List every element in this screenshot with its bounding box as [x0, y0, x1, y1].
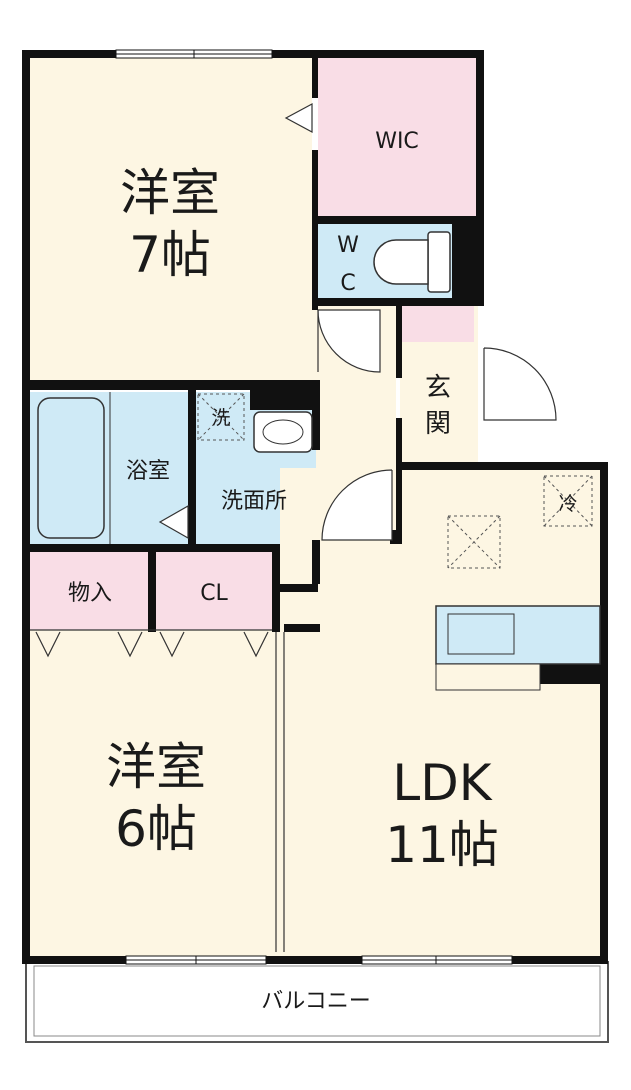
toilet-fixture — [373, 231, 451, 293]
balcony-inner-edge — [33, 965, 601, 1037]
ldk-size: 11帖 — [385, 816, 499, 874]
ceiling-hatch — [447, 515, 501, 569]
entrance-step — [400, 306, 474, 342]
closet-label: CL — [200, 581, 228, 606]
interior-walls — [30, 58, 608, 684]
ldk-floor — [280, 468, 602, 956]
western-7-size: 7帖 — [129, 226, 211, 284]
windows — [115, 49, 513, 965]
kitchen-counter — [435, 605, 601, 691]
storage-label: 物入 — [68, 581, 112, 606]
washer-space — [197, 393, 245, 441]
washer-label: 洗 — [211, 407, 230, 429]
bathtub — [37, 397, 105, 539]
wic-label: WIC — [375, 129, 419, 154]
balcony-label: バルコニー — [261, 989, 371, 1014]
wc-label-w: W — [337, 233, 359, 258]
wic-floor — [318, 58, 476, 218]
bath-label: 浴室 — [126, 459, 170, 484]
doors — [30, 102, 557, 952]
balcony-area — [25, 961, 609, 1043]
western-6-name: 洋室 — [106, 738, 206, 796]
washroom-label: 洗面所 — [221, 489, 287, 514]
entrance-label-1: 玄 — [425, 373, 451, 403]
fridge-space — [543, 475, 593, 527]
entrance-label-2: 関 — [425, 409, 451, 439]
fridge-label: 冷 — [558, 493, 577, 515]
western-room-6-floor — [30, 630, 280, 956]
western-room-7-floor — [30, 58, 312, 384]
storage-floor — [30, 550, 150, 630]
wc-label-c: C — [340, 271, 355, 296]
closet-floor — [156, 550, 272, 630]
ldk-name: LDK — [392, 754, 492, 812]
western-7-name: 洋室 — [120, 164, 220, 222]
wash-basin — [253, 411, 313, 453]
western-6-size: 6帖 — [115, 800, 197, 858]
